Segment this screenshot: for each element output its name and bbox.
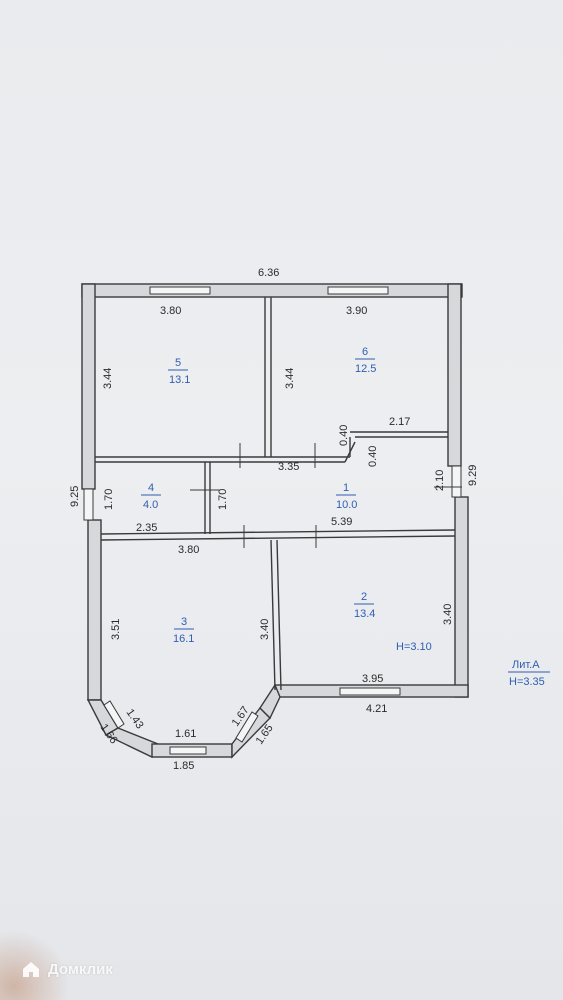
dim-overall-left: 9.25 (69, 486, 81, 507)
room-4-area: 4.0 (143, 499, 158, 511)
room-3-area: 16.1 (173, 633, 194, 645)
room-1-area: 10.0 (336, 499, 357, 511)
room-2-area: 13.4 (354, 608, 375, 620)
dim-r6-height: 3.44 (284, 368, 296, 389)
lit-height: Н=3.35 (509, 676, 545, 688)
dim-r4-left: 1.70 (103, 489, 115, 510)
room-5-area: 13.1 (169, 374, 190, 386)
dim-top-left: 3.80 (160, 305, 181, 317)
dim-r3-top: 3.80 (178, 544, 199, 556)
dim-overall-width: 6.36 (258, 267, 279, 279)
dim-r3-left: 3.51 (110, 619, 122, 640)
dim-bay-mid-outer: 1.85 (173, 760, 194, 772)
dim-hall-top: 3.35 (278, 461, 299, 473)
room-4-number: 4 (148, 482, 154, 494)
dim-overall-right: 9.29 (467, 465, 479, 486)
dim-outer-bottom: 4.21 (366, 703, 387, 715)
room-2-number: 2 (361, 591, 367, 603)
dim-r2-bottom: 3.95 (362, 673, 383, 685)
interior-walls (95, 297, 462, 691)
room-1-number: 1 (343, 482, 349, 494)
dim-hall-right: 2.10 (434, 470, 446, 491)
watermark-text: Домклик (48, 960, 113, 978)
dim-top-right: 3.90 (346, 305, 367, 317)
dim-r3-right: 3.40 (259, 619, 271, 640)
dim-r2-right: 3.40 (442, 604, 454, 625)
room-6-number: 6 (362, 346, 368, 358)
domclick-watermark: Домклик (20, 958, 113, 980)
dim-r6-bottom: 2.17 (389, 416, 410, 428)
dim-step-b: 0.40 (367, 446, 379, 467)
room-3-number: 3 (181, 616, 187, 628)
lit-label: Лит.А (512, 659, 540, 671)
dim-bay-mid-inner: 1.61 (175, 728, 196, 740)
dim-bay-left-inner: 1.43 (124, 707, 146, 731)
room-6-area: 12.5 (355, 363, 376, 375)
domclick-logo-icon (23, 962, 39, 977)
dim-r5-height: 3.44 (102, 368, 114, 389)
photo-blur-corner (0, 930, 70, 1000)
room-5-number: 5 (175, 357, 181, 369)
outer-walls (81, 283, 469, 701)
dim-step-a: 0.40 (338, 425, 350, 446)
dim-r4-bottom: 2.35 (136, 522, 157, 534)
room-height: Н=3.10 (396, 641, 432, 653)
dim-r4-right: 1.70 (217, 489, 229, 510)
windows (83, 286, 462, 755)
dim-hall-bottom: 5.39 (331, 516, 352, 528)
